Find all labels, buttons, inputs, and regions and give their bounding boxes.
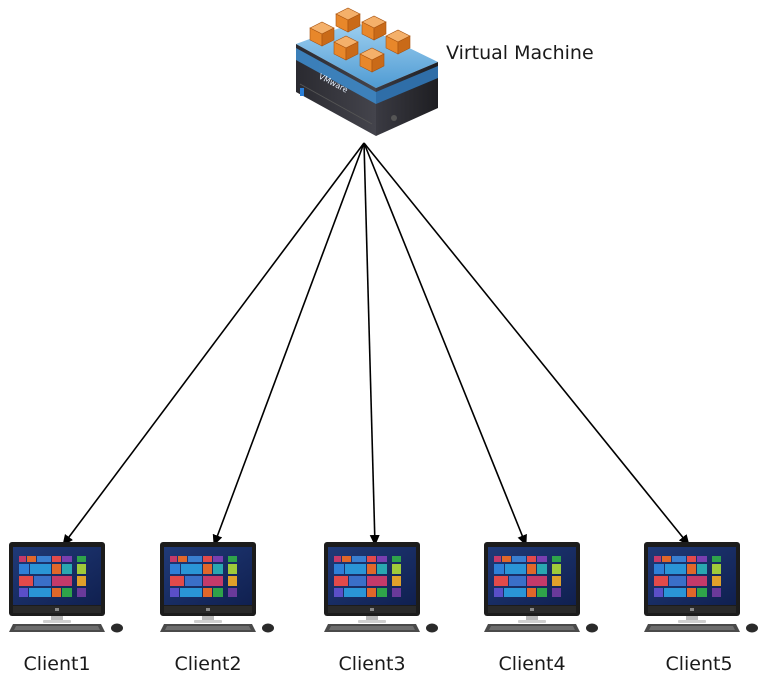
virtual-machine-server-icon: VMware <box>296 7 438 136</box>
client3-computer-icon <box>324 542 438 633</box>
arrow-to-client5 <box>363 142 690 546</box>
client5-label: Client5 <box>665 653 733 675</box>
client5-computer-icon <box>644 542 758 633</box>
client-computers <box>9 542 758 633</box>
arrow-to-client2 <box>212 142 365 546</box>
client1-label: Client1 <box>23 653 91 675</box>
connection-arrows <box>62 142 690 546</box>
client4-label: Client4 <box>498 653 566 675</box>
client2-computer-icon <box>160 542 274 633</box>
client1-computer-icon <box>9 542 123 633</box>
arrow-to-client1 <box>62 142 365 546</box>
virtual-machine-label: Virtual Machine <box>446 42 594 64</box>
vm-boxes <box>309 7 411 73</box>
client4-computer-icon <box>484 542 598 633</box>
client3-label: Client3 <box>338 653 406 675</box>
client2-label: Client2 <box>174 653 242 675</box>
arrow-to-client4 <box>363 142 527 546</box>
arrow-to-client3 <box>363 142 380 546</box>
